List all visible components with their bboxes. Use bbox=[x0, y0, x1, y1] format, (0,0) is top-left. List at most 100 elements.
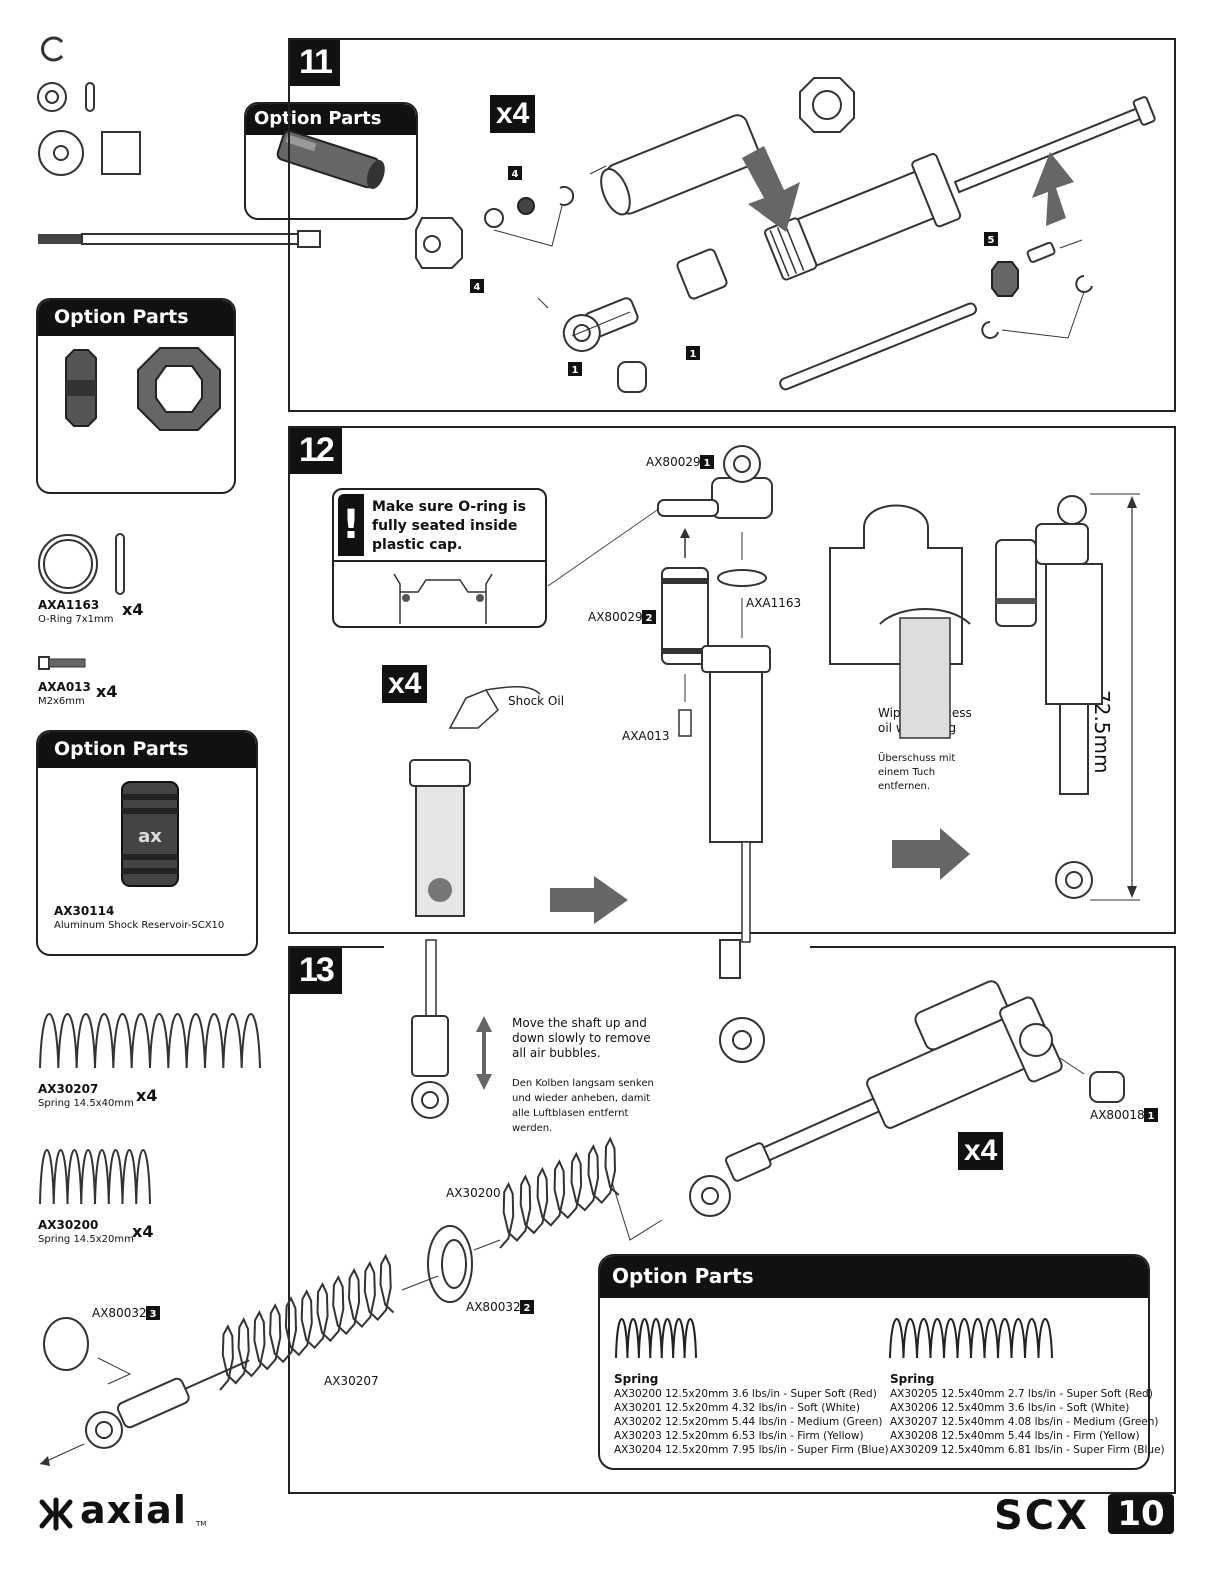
qty-ax30200: x4 bbox=[132, 1222, 154, 1241]
label-ax30200: AX30200 bbox=[446, 1186, 501, 1200]
svg-text:1: 1 bbox=[1148, 1111, 1155, 1122]
svg-text:4: 4 bbox=[512, 169, 519, 180]
qty-axa1163: x4 bbox=[122, 600, 144, 619]
callout-3-ax80032: 3 bbox=[146, 1306, 160, 1320]
part-desc-axa013: M2x6mm bbox=[38, 696, 85, 707]
part-code-ax30207: AX30207 bbox=[38, 1082, 99, 1096]
label-ax80029-top: AX80029 bbox=[646, 455, 701, 469]
step-11-panel: 11 bbox=[288, 38, 1176, 412]
shock-shaft-icon bbox=[38, 230, 321, 248]
svg-text:3: 3 bbox=[150, 1309, 157, 1320]
multiplier-badge: x4 bbox=[382, 665, 428, 703]
reservoir-icon: ax bbox=[121, 781, 179, 887]
svg-text:2: 2 bbox=[646, 613, 653, 624]
qty-axa013: x4 bbox=[96, 682, 118, 701]
aluminum-body-icon bbox=[276, 129, 385, 189]
step-11-callout-4b: 4 bbox=[470, 279, 484, 293]
step-13-panel: 13 bbox=[288, 946, 1176, 1494]
step-12-drawing bbox=[409, 445, 1140, 943]
shock-oil-label: Shock Oil bbox=[508, 694, 565, 708]
step-11-callout-1a: 1 bbox=[568, 362, 582, 376]
label-ax30207: AX30207 bbox=[324, 1374, 379, 1388]
spring-red-icon bbox=[615, 1318, 697, 1359]
spring-spec-right-5: AX30209 12.5x40mm 6.81 lbs/in - Super Fi… bbox=[890, 1444, 1165, 1456]
spring-spec-right-4: AX30208 12.5x40mm 5.44 lbs/in - Firm (Ye… bbox=[890, 1430, 1140, 1442]
panel-gap bbox=[384, 944, 810, 950]
brand-tm: TM bbox=[196, 1520, 207, 1528]
warning-icon: ! bbox=[338, 494, 364, 556]
spring-spec-left-1: AX30200 12.5x20mm 3.6 lbs/in - Super Sof… bbox=[614, 1388, 877, 1400]
washer-small-icon bbox=[37, 82, 95, 112]
step-number: 11 bbox=[290, 40, 340, 86]
callout-2-ax80032: 2 bbox=[520, 1300, 534, 1314]
svg-text:ax: ax bbox=[138, 826, 162, 847]
spring-spec-left-5: AX30204 12.5x20mm 7.95 lbs/in - Super Fi… bbox=[614, 1444, 889, 1456]
spring-option-title: Option Parts bbox=[600, 1256, 1148, 1298]
step-number: 12 bbox=[290, 428, 342, 474]
option-parts-title: Option Parts bbox=[246, 104, 416, 135]
part-code-ax30200: AX30200 bbox=[38, 1218, 99, 1232]
svg-text:5: 5 bbox=[988, 235, 995, 246]
svg-text:1: 1 bbox=[704, 458, 711, 469]
spring-spec-right-1: AX30205 12.5x40mm 2.7 lbs/in - Super Sof… bbox=[890, 1388, 1153, 1400]
oring-icon bbox=[38, 533, 125, 595]
svg-text:2: 2 bbox=[524, 1303, 531, 1314]
option-parts-title: Option Parts bbox=[38, 300, 234, 336]
step-12-panel: 12 bbox=[288, 426, 1176, 934]
model-logo-scx: SCX bbox=[994, 1493, 1090, 1539]
part-code-axa1163: AXA1163 bbox=[38, 598, 100, 612]
part-code-axa013: AXA013 bbox=[38, 680, 91, 694]
multiplier-badge: x4 bbox=[490, 95, 536, 133]
step-11-drawing bbox=[415, 77, 1156, 393]
bubbles-text-de: Den Kolben langsam senken und wieder anh… bbox=[512, 1078, 654, 1134]
spring-long-icon bbox=[39, 1013, 261, 1069]
label-ax80032-2: AX80032 bbox=[466, 1300, 521, 1314]
spring-green-icon bbox=[889, 1318, 1053, 1359]
label-ax80029-mid: AX80029 bbox=[588, 610, 643, 624]
spring-spec-right-3: AX30207 12.5x40mm 4.08 lbs/in - Medium (… bbox=[890, 1416, 1159, 1428]
e-clip-icon bbox=[41, 36, 64, 62]
label-axa013: AXA013 bbox=[622, 729, 670, 743]
spring-option-parts: Option Parts bbox=[598, 1254, 1150, 1470]
brand-wordmark: axial bbox=[80, 1488, 187, 1532]
locknut-icon bbox=[65, 347, 221, 431]
svg-text:1: 1 bbox=[572, 365, 579, 376]
part-desc-ax30200: Spring 14.5x20mm bbox=[38, 1234, 134, 1245]
spring-spec-left-3: AX30202 12.5x20mm 5.44 lbs/in - Medium (… bbox=[614, 1416, 883, 1428]
cap-section-icon bbox=[393, 573, 493, 624]
option-parts-title: Option Parts bbox=[38, 732, 256, 768]
part-code-ax30114: AX30114 bbox=[54, 904, 115, 918]
step-11-callout-4a: 4 bbox=[508, 166, 522, 180]
spring-short-icon bbox=[39, 1149, 151, 1205]
spring-spec-left-2: AX30201 12.5x20mm 4.32 lbs/in - Soft (Wh… bbox=[614, 1402, 860, 1414]
qty-ax30207: x4 bbox=[136, 1086, 158, 1105]
label-ax80018: AX80018 bbox=[1090, 1108, 1145, 1122]
warning-note: ! Make sure O-ring is fully seated insid… bbox=[332, 488, 547, 628]
multiplier-badge: x4 bbox=[958, 1132, 1004, 1170]
svg-text:4: 4 bbox=[474, 282, 481, 293]
spring-heading-left: Spring bbox=[614, 1372, 659, 1386]
step-11-callout-5: 5 bbox=[984, 232, 998, 246]
step-11-callout-1b: 1 bbox=[686, 346, 700, 360]
screw-icon bbox=[38, 656, 86, 670]
callout-2-mid: 2 bbox=[642, 610, 656, 624]
model-logo-10: 10 bbox=[1108, 1494, 1174, 1534]
callout-1-top: 1 bbox=[700, 455, 714, 469]
spring-heading-right: Spring bbox=[890, 1372, 935, 1386]
washer-large-icon bbox=[38, 130, 141, 176]
step-number: 13 bbox=[290, 948, 342, 994]
spring-spec-left-4: AX30203 12.5x20mm 6.53 lbs/in - Firm (Ye… bbox=[614, 1430, 864, 1442]
axial-logo-icon bbox=[39, 1497, 73, 1531]
bubbles-text-en: Move the shaft up and down slowly to rem… bbox=[512, 1016, 651, 1060]
callout-1-ax80018: 1 bbox=[1144, 1108, 1158, 1122]
step-13-drawing bbox=[39, 939, 1125, 1466]
svg-text:1: 1 bbox=[690, 349, 697, 360]
warning-divider bbox=[334, 560, 545, 562]
label-axa1163: AXA1163 bbox=[746, 596, 802, 610]
label-ax80032-3: AX80032 bbox=[92, 1306, 147, 1320]
spring-spec-right-2: AX30206 12.5x40mm 3.6 lbs/in - Soft (Whi… bbox=[890, 1402, 1130, 1414]
part-desc-ax30207: Spring 14.5x40mm bbox=[38, 1098, 134, 1109]
part-desc-axa1163: O-Ring 7x1mm bbox=[38, 614, 114, 625]
warning-text: Make sure O-ring is fully seated inside … bbox=[372, 499, 526, 553]
wipe-text-de: Überschuss mit einem Tuch entfernen. bbox=[878, 753, 956, 792]
